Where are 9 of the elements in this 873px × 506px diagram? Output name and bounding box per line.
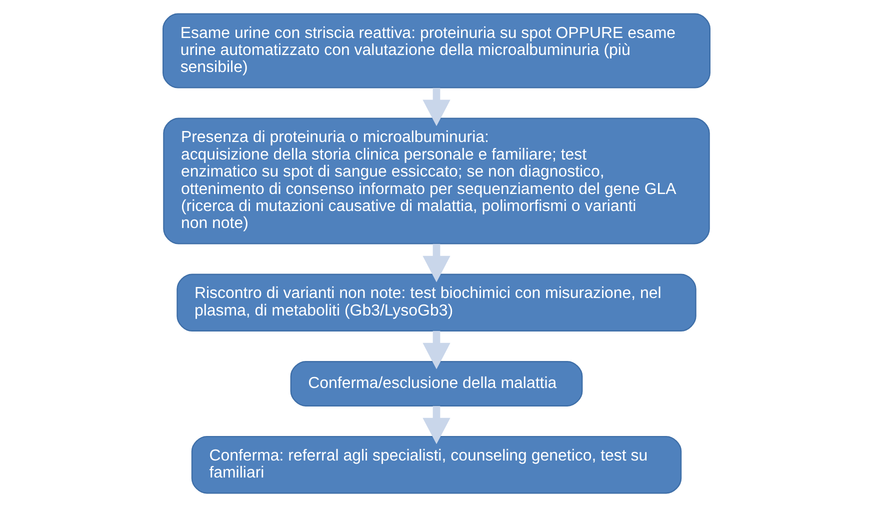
arrow [422,406,450,444]
node-box: Riscontro di varianti non note: test biochimici con misurazione, nel plasma, di metaboliti (Gb3/LysoGb3) [176,273,696,332]
arrow [422,330,450,369]
node-box: Esame urine con striscia reattiva: proteinuria su spot OPPURE esame urine automatizzato con valutazione della microalbuminuria (più sensibile) [162,12,710,88]
node-box: Conferma/esclusione della malattia [290,360,583,406]
node-box: Presenza di proteinuria o microalbuminuria: acquisizione della storia clinica personale e familiare; test enzimatico su spot di sangue essiccato; se non diagnostico, ottenimento di consenso informato per sequenziamento del gene GLA (ricerca di mutazioni causative di malattia, polimorfismi o varianti non note) [163,117,710,244]
node-box: Conferma: referral agli specialisti, counseling genetico, test su familiari [191,435,682,494]
arrow [422,87,450,126]
arrow [422,243,450,282]
